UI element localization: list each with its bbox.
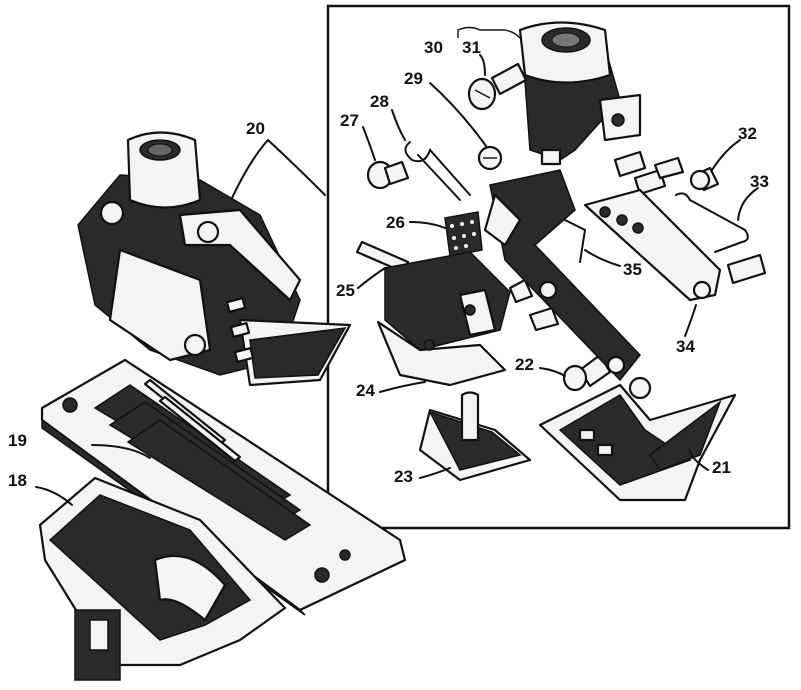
label-part-30: 30	[424, 38, 443, 57]
label-part-25: 25	[336, 281, 355, 300]
label-part-34: 34	[676, 337, 695, 356]
label-part-27: 27	[340, 111, 359, 130]
label-part-32: 32	[738, 124, 757, 143]
label-part-28: 28	[370, 92, 389, 111]
screw-part-27	[366, 160, 410, 190]
label-part-20: 20	[246, 119, 265, 138]
inset-frame	[326, 4, 791, 530]
insert-plate-part-23	[418, 391, 532, 482]
spring-part-33	[675, 192, 749, 253]
label-part-23: 23	[394, 467, 413, 486]
label-part-33: 33	[750, 172, 769, 191]
lever-part-34	[583, 188, 722, 302]
leader-lines	[35, 26, 759, 506]
screw-part-31	[467, 62, 528, 111]
label-part-29: 29	[404, 69, 423, 88]
label-part-31: 31	[462, 38, 481, 57]
hinge-block-part-24	[376, 251, 511, 387]
screw-part-32	[689, 166, 720, 192]
foot-shank-part-30	[518, 21, 642, 166]
foot-sole-part-21	[538, 376, 737, 502]
label-part-22: 22	[515, 355, 534, 374]
label-part-18: 18	[8, 471, 27, 490]
roller-part-26	[444, 211, 483, 257]
small-screws-group	[508, 150, 767, 332]
foot-frame-arm	[483, 169, 641, 382]
label-part-24: 24	[356, 381, 375, 400]
label-part-35: 35	[623, 260, 642, 279]
label-part-19: 19	[8, 431, 27, 450]
spring-clip-part-28	[404, 141, 471, 201]
label-part-21: 21	[712, 458, 731, 477]
screw-part-29	[477, 145, 503, 171]
feed-dog-part-18	[38, 476, 287, 681]
label-part-26: 26	[386, 213, 405, 232]
presser-foot-assembled-part-20	[77, 131, 352, 387]
